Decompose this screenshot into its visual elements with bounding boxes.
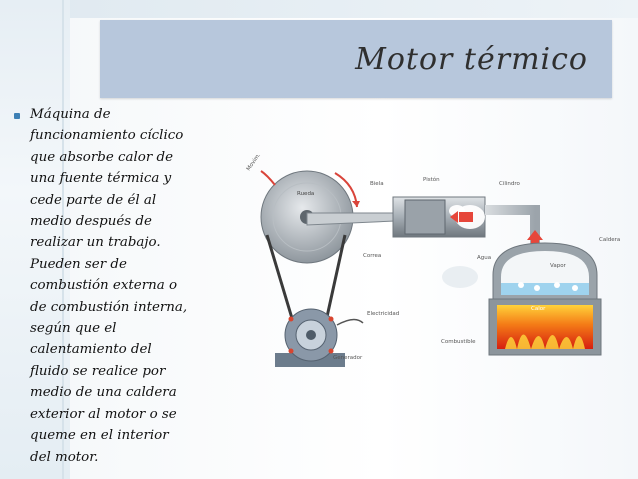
piston <box>404 199 446 235</box>
bullet-icon <box>14 113 20 119</box>
body-text: Máquina de funcionamiento cíclico que ab… <box>30 107 188 465</box>
generator <box>275 308 345 367</box>
electricity-wire <box>336 318 364 326</box>
label-combustible: Combustible <box>441 339 476 345</box>
connecting-rod <box>306 212 396 226</box>
label-correa: Correa <box>363 253 381 259</box>
label-agua: Agua <box>477 255 491 261</box>
heat-engine-diagram: Movimiento Rueda Biela Pistón Cilindro C… <box>246 155 620 367</box>
label-cilindro: Cilindro <box>499 181 521 187</box>
label-vapor: Vapor <box>550 263 567 269</box>
label-generador: Generador <box>333 355 363 361</box>
side-band <box>0 0 70 479</box>
label-caldera: Caldera <box>599 237 620 243</box>
label-rueda: Rueda <box>297 191 314 197</box>
label-biela: Biela <box>370 181 384 187</box>
title-box: Motor térmico <box>100 20 612 98</box>
label-movimiento: Movimiento <box>246 155 270 172</box>
label-piston: Pistón <box>423 176 440 183</box>
slide-title: Motor térmico <box>355 42 588 77</box>
side-line <box>62 0 64 479</box>
boiler <box>488 242 602 356</box>
top-band <box>0 0 638 18</box>
label-calor: Calor <box>531 306 546 312</box>
label-electricidad: Electricidad <box>367 311 399 317</box>
